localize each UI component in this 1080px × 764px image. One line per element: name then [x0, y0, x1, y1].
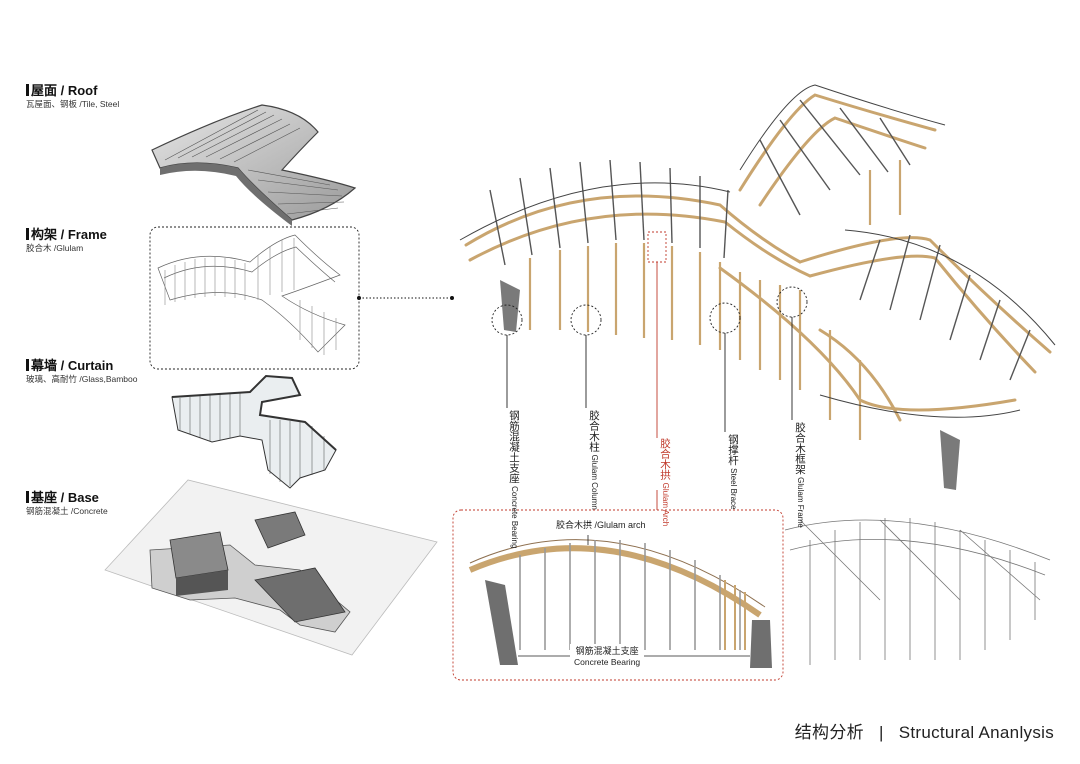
detail-section: [452, 509, 1051, 681]
annotation-concrete-bearing: 钢筋混凝土支座 Concrete Bearing: [508, 410, 520, 548]
curtain-layer-label: 幕墙 / Curtain 玻璃、高耐竹 /Glass,Bamboo: [26, 358, 137, 385]
annotation-glulam-frame: 胶合木框架 Glulam Frame: [794, 422, 806, 528]
detail-bearing-label: 钢筋混凝土支座 Concrete Bearing: [570, 644, 645, 667]
annotation-concrete-bearing-en: Concrete Bearing: [510, 486, 519, 549]
frame-title: 构架 / Frame: [26, 227, 107, 242]
page-title-cn: 结构分析: [794, 723, 864, 742]
annotation-glulam-frame-cn: 胶合木框架: [794, 422, 806, 475]
annotation-glulam-arch-en: Glulam Arch: [661, 482, 670, 527]
curtain-subtitle: 玻璃、高耐竹 /Glass,Bamboo: [26, 374, 138, 384]
roof-title-text: 屋面 / Roof: [31, 83, 98, 98]
page-title-en: Structural Ananlysis: [898, 723, 1054, 742]
detail-bearing-cn: 钢筋混凝土支座: [575, 646, 639, 656]
annotation-steel-brace-en: Steel Brace: [729, 468, 738, 510]
frame-title-text: 构架 / Frame: [31, 227, 107, 242]
page-title-separator: |: [878, 723, 884, 742]
base-model: [104, 479, 438, 656]
annotation-glulam-column-cn: 胶合木柱: [588, 410, 600, 452]
curtain-title: 幕墙 / Curtain: [26, 358, 137, 373]
annotation-steel-brace: 钢撑杆 Steel Brace: [727, 434, 739, 510]
frame-layer-label: 构架 / Frame 胶合木 /Glulam: [26, 227, 107, 254]
annotation-glulam-column: 胶合木柱 Glulam Column: [588, 410, 600, 510]
curtain-model: [171, 374, 337, 489]
curtain-title-text: 幕墙 / Curtain: [31, 358, 114, 373]
base-title: 基座 / Base: [26, 490, 108, 505]
page-title: 结构分析 | Structural Ananlysis: [795, 718, 1054, 743]
base-layer-label: 基座 / Base 钢筋混凝土 /Concrete: [26, 490, 108, 517]
annotation-glulam-arch-cn: 胶合木拱: [659, 438, 671, 480]
frame-model: [149, 226, 360, 370]
frame-subtitle: 胶合木 /Glulam: [26, 243, 84, 253]
annotation-glulam-arch: 胶合木拱 Glulam Arch: [659, 438, 671, 526]
roof-subtitle: 瓦屋面、钢板 /Tile, Steel: [26, 99, 120, 109]
detail-bearing-en: Concrete Bearing: [574, 657, 641, 667]
annotation-glulam-column-en: Glulam Column: [590, 454, 599, 510]
roof-model: [151, 104, 357, 226]
annotation-glulam-frame-en: Glulam Frame: [796, 477, 805, 528]
roof-layer-label: 屋面 / Roof 瓦屋面、钢板 /Tile, Steel: [26, 83, 119, 110]
base-subtitle: 钢筋混凝土 /Concrete: [26, 506, 108, 516]
annotation-concrete-bearing-cn: 钢筋混凝土支座: [508, 410, 520, 484]
annotation-steel-brace-cn: 钢撑杆: [727, 434, 739, 466]
base-title-text: 基座 / Base: [31, 490, 99, 505]
frame-connector: [357, 296, 454, 300]
roof-title: 屋面 / Roof: [26, 83, 119, 98]
detail-arch-label: 胶合木拱 /Glulam arch: [556, 518, 646, 531]
main-frame-model: [459, 84, 1056, 510]
